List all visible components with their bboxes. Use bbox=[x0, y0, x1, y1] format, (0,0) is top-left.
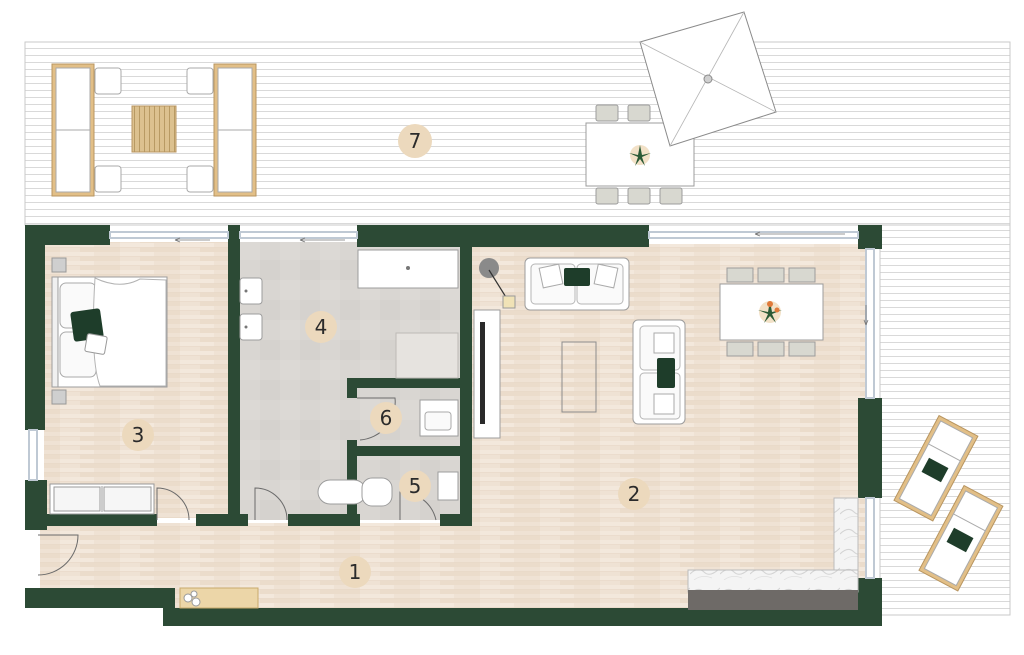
coffee-table bbox=[561, 341, 597, 413]
svg-text:5: 5 bbox=[409, 474, 422, 498]
nightstand-top bbox=[51, 257, 67, 273]
sliding-arrows bbox=[174, 231, 869, 326]
wardrobe bbox=[49, 483, 155, 515]
plant-icon bbox=[758, 301, 782, 323]
svg-text:6: 6 bbox=[380, 406, 393, 430]
room-label-7: 7 bbox=[398, 124, 432, 158]
room-label-2: 2 bbox=[618, 478, 650, 510]
svg-text:4: 4 bbox=[315, 315, 328, 339]
kitchen-counter-dark bbox=[688, 590, 858, 610]
windows bbox=[28, 231, 875, 579]
outdoor-lounge bbox=[51, 63, 257, 197]
room-label-1: 1 bbox=[339, 556, 371, 588]
svg-text:1: 1 bbox=[349, 560, 362, 584]
room-label-3: 3 bbox=[122, 419, 154, 451]
bathtub-icon bbox=[357, 249, 459, 289]
parasol-icon bbox=[639, 11, 777, 147]
bed-icon bbox=[51, 276, 168, 388]
toilet-icon bbox=[317, 477, 393, 507]
tv-unit bbox=[473, 309, 501, 439]
dining-table-icon bbox=[719, 267, 824, 357]
sink-icon bbox=[239, 277, 263, 341]
svg-text:3: 3 bbox=[132, 423, 145, 447]
kitchen-counter bbox=[687, 569, 859, 593]
svg-text:2: 2 bbox=[628, 482, 641, 506]
small-sink-5 bbox=[437, 471, 459, 501]
floor-lamp-icon bbox=[479, 258, 516, 309]
nightstand-bottom bbox=[51, 389, 67, 405]
sun-lounger-icon bbox=[893, 414, 1004, 592]
kitchen-counter-side bbox=[833, 497, 859, 579]
room-label-4: 4 bbox=[305, 311, 337, 343]
small-sink-6 bbox=[419, 399, 459, 437]
sofa-right bbox=[632, 319, 686, 425]
room-label-5: 5 bbox=[399, 470, 431, 502]
room-label-6: 6 bbox=[370, 402, 402, 434]
sofa-icon bbox=[524, 257, 630, 311]
entry-bench bbox=[179, 587, 259, 609]
svg-text:7: 7 bbox=[409, 129, 422, 153]
shower-icon bbox=[395, 332, 459, 379]
